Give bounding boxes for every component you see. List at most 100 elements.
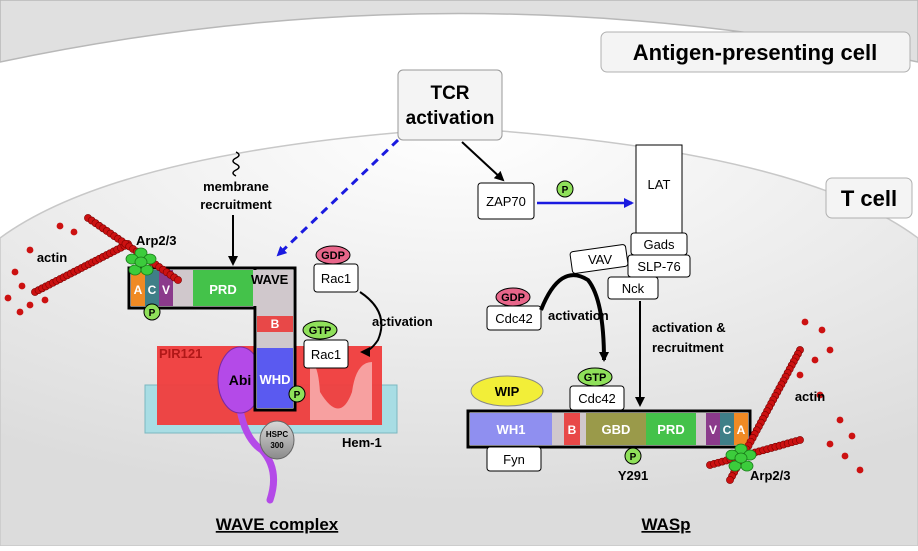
- actin-right-label: actin: [795, 389, 825, 404]
- svg-text:P: P: [562, 185, 569, 196]
- wave-label: WAVE: [251, 272, 289, 287]
- pir121-label: PIR121: [159, 346, 202, 361]
- wip-badge: WIP: [470, 375, 544, 407]
- wasp-domain-b: [564, 413, 580, 445]
- wasp-b-label: B: [568, 423, 577, 437]
- wasp-domain-wh1: [470, 413, 552, 445]
- svg-text:ZAP70: ZAP70: [486, 194, 526, 209]
- abi-label: Abi: [229, 372, 252, 388]
- fyn-box: Fyn: [486, 446, 542, 472]
- cdc42-gdp-box: Cdc42: [486, 305, 542, 331]
- wasp-domain-v: [706, 413, 720, 445]
- arp23-subunit: [134, 256, 148, 268]
- wasp-wh1-label: WH1: [497, 422, 526, 437]
- hem1-label: Hem-1: [342, 435, 382, 450]
- arp23-right-label: Arp2/3: [750, 468, 790, 483]
- cdc42-activation-label: activation: [548, 308, 609, 323]
- membrane-recruitment-label-1: membrane: [203, 179, 269, 194]
- wasp-domain-gbd: [586, 413, 646, 445]
- y291-label: Y291: [618, 468, 648, 483]
- actin-monomer: [70, 228, 78, 236]
- slp76-box: SLP-76: [627, 254, 691, 278]
- actin-monomer: [796, 371, 804, 379]
- arp23-left-icon: [125, 247, 157, 276]
- svg-text:P: P: [149, 308, 156, 319]
- rac1-activation-arrow: [359, 291, 383, 357]
- svg-text:P: P: [294, 390, 301, 401]
- membrane-anchor-squiggle: [232, 151, 240, 177]
- rac1-gdp-badge: GDP: [315, 245, 351, 265]
- svg-text:Rac1: Rac1: [321, 271, 351, 286]
- y291-phospho: P: [624, 447, 642, 465]
- wasp-protein: WH1 B GBD PRD V C A: [466, 409, 752, 449]
- wave-domain-whd: [257, 348, 293, 408]
- vav-box: VAV: [569, 244, 629, 274]
- membrane-recruitment-label-2: recruitment: [200, 197, 272, 212]
- wave-protein: A C V PRD B WHD: [127, 266, 297, 412]
- activation-recruitment-label-1: activation &: [652, 320, 726, 335]
- actin-monomer: [818, 326, 826, 334]
- actin-filament-left: [4, 214, 182, 316]
- wasp-domain-a: [734, 413, 748, 445]
- svg-text:Gads: Gads: [643, 237, 675, 252]
- svg-text:Cdc42: Cdc42: [578, 391, 616, 406]
- zap70-box: ZAP70: [477, 182, 535, 220]
- cdc42-gdp-badge: GDP: [495, 287, 531, 307]
- actin-monomer: [56, 222, 64, 230]
- wave-domain-prd: [193, 270, 253, 306]
- rac1-gdp-box: Rac1: [313, 263, 359, 293]
- svg-text:LAT: LAT: [648, 177, 671, 192]
- actin-monomer: [801, 318, 809, 326]
- svg-text:Nck: Nck: [622, 281, 645, 296]
- svg-text:VAV: VAV: [588, 252, 612, 267]
- actin-monomer: [26, 246, 34, 254]
- activation-recruitment-label-2: recruitment: [652, 340, 724, 355]
- actin-left-branch-bead: [174, 276, 182, 284]
- tcr-activation-box: TCR activation: [397, 69, 503, 141]
- wave-v-label: V: [162, 283, 170, 297]
- hspc300-label-2: 300: [270, 441, 284, 450]
- wave-domain-v: [159, 270, 173, 306]
- wasp-title: WASp: [641, 515, 690, 534]
- wasp-domain-c: [720, 413, 734, 445]
- wave-domain-b: [257, 316, 293, 332]
- arp23-subunit: [128, 264, 142, 276]
- cdc42-gtp-badge: GTP: [577, 367, 613, 387]
- actin-monomer: [41, 296, 49, 304]
- wave-c-label: C: [148, 283, 157, 297]
- hspc300-shape: [259, 420, 295, 460]
- hspc300-label-1: HSPC: [266, 430, 288, 439]
- wave-whd-label: WHD: [259, 372, 290, 387]
- svg-text:P: P: [630, 452, 637, 463]
- wasp-v-label: V: [709, 423, 717, 437]
- pir121-pocket: [310, 362, 372, 420]
- tcr-to-zap70-arrow: [461, 141, 505, 182]
- actin-monomer: [836, 416, 844, 424]
- actin-monomer: [816, 391, 824, 399]
- actin-monomer: [18, 282, 26, 290]
- wave-domain-a: [131, 270, 145, 306]
- actin-monomer: [826, 440, 834, 448]
- actin-monomer: [826, 346, 834, 354]
- lat-box: LAT: [635, 144, 683, 234]
- t-cell-shape: [0, 127, 918, 547]
- tcr-activation-label: activation: [406, 108, 495, 129]
- wasp-a-label: A: [737, 423, 746, 437]
- tcell-label-text: T cell: [841, 186, 897, 211]
- wasp-prd-label: PRD: [657, 422, 684, 437]
- wave-prd-label: PRD: [209, 282, 236, 297]
- actin-monomer: [16, 308, 24, 316]
- wave-domain-c: [145, 270, 159, 306]
- tcr-label: TCR: [430, 83, 469, 104]
- wasp-c-label: C: [723, 423, 732, 437]
- svg-text:Rac1: Rac1: [311, 347, 341, 362]
- rac1-activation-label: activation: [372, 314, 433, 329]
- wave-complex-title: WAVE complex: [216, 515, 339, 534]
- gads-box: Gads: [630, 232, 688, 256]
- actin-left-label: actin: [37, 250, 67, 265]
- svg-text:Fyn: Fyn: [503, 452, 525, 467]
- actin-monomer: [4, 294, 12, 302]
- nck-box: Nck: [607, 276, 659, 300]
